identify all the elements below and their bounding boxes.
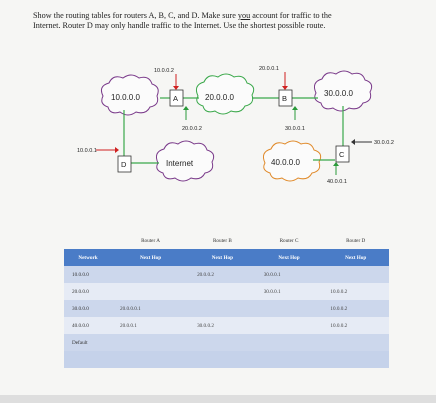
- label-ip-a-top: 10.0.0.2: [154, 68, 174, 74]
- network-cell: [64, 351, 112, 368]
- network-cell: 20.0.0.0: [64, 283, 112, 300]
- router-c-box: [335, 145, 350, 163]
- network-cell: 30.0.0.0: [64, 300, 112, 317]
- label-ip-d-left: 10.0.0.1: [77, 148, 97, 154]
- cloud-internet: [156, 140, 215, 182]
- arrow-b-bottom-head: [292, 106, 298, 110]
- network-column-header: Network: [64, 249, 112, 266]
- network-cell: Default: [64, 334, 112, 351]
- router-d-hop-cell[interactable]: 10.0.0.2: [322, 300, 389, 317]
- table-row: 40.0.0.0 20.0.0.1 30.0.0.2 10.0.0.2: [64, 317, 389, 334]
- router-c-hop-cell[interactable]: [255, 317, 323, 334]
- label-router-c: C: [339, 150, 345, 159]
- label-router-a: A: [173, 94, 178, 103]
- router-a-box: [169, 89, 184, 107]
- router-b-hop-cell[interactable]: 30.0.0.2: [189, 317, 256, 334]
- router-b-box: [278, 89, 293, 107]
- arrow-c-right-head: [351, 139, 355, 145]
- arrow-c-bottom-head: [333, 162, 339, 166]
- label-net-10: 10.0.0.0: [111, 93, 140, 102]
- table-row: Default: [64, 334, 389, 351]
- router-b-header: Router B: [212, 237, 232, 244]
- label-ip-b-top: 20.0.0.1: [259, 66, 279, 72]
- label-ip-b-bottom: 30.0.0.1: [285, 126, 305, 132]
- router-d-hop-cell[interactable]: 10.0.0.2: [322, 317, 389, 334]
- router-c-header: Router C: [279, 237, 299, 244]
- router-d-hop-cell[interactable]: [322, 351, 389, 368]
- table-row: 30.0.0.0 20.0.0.0.1 10.0.0.2: [64, 300, 389, 317]
- router-d-hop-cell[interactable]: [322, 266, 389, 283]
- router-d-box: [117, 155, 132, 173]
- router-a-hop-cell[interactable]: [112, 283, 190, 300]
- router-d-hop-cell[interactable]: [322, 334, 389, 351]
- label-net-30: 30.0.0.0: [324, 89, 353, 98]
- cloud-20-network: [196, 73, 255, 115]
- router-a-hop-cell[interactable]: 20.0.0.1: [112, 317, 190, 334]
- arrow-a-top-head: [173, 86, 179, 90]
- router-c-hop-cell[interactable]: 30.0.0.1: [255, 283, 323, 300]
- router-b-hop-cell[interactable]: [189, 300, 256, 317]
- router-header-blank: [64, 232, 112, 249]
- next-hop-d-header: Next Hop: [322, 249, 389, 266]
- router-b-hop-cell[interactable]: [189, 351, 256, 368]
- router-a-header: Router A: [141, 237, 160, 244]
- table-row: 20.0.0.0 30.0.0.1 10.0.0.2: [64, 283, 389, 300]
- next-hop-c-header: Next Hop: [255, 249, 323, 266]
- arrow-b-top-head: [282, 86, 288, 90]
- network-cell: 10.0.0.0: [64, 266, 112, 283]
- next-hop-a-header: Next Hop: [112, 249, 190, 266]
- question-underlined-word: you: [237, 11, 251, 20]
- question-line1: Show the routing tables for routers A, B…: [33, 11, 238, 20]
- label-internet: Internet: [166, 159, 194, 168]
- question-text: Show the routing tables for routers A, B…: [33, 11, 423, 31]
- router-b-hop-cell[interactable]: [189, 334, 256, 351]
- arrow-a-bottom-head: [183, 106, 189, 110]
- routing-table: Router A Router B Router C Router D Netw…: [64, 232, 389, 368]
- label-router-d: D: [121, 160, 127, 169]
- label-net-40: 40.0.0.0: [271, 158, 300, 167]
- router-a-hop-cell[interactable]: [112, 351, 190, 368]
- router-a-hop-cell[interactable]: [112, 266, 190, 283]
- router-c-hop-cell[interactable]: [255, 351, 323, 368]
- cloud-10-network: [101, 74, 159, 116]
- label-ip-a-bottom: 20.0.0.2: [182, 126, 202, 132]
- router-a-hop-cell[interactable]: 20.0.0.0.1: [112, 300, 190, 317]
- router-d-hop-cell[interactable]: 10.0.0.2: [322, 283, 389, 300]
- table-row: [64, 351, 389, 368]
- table-row: 10.0.0.0 20.0.0.2 30.0.0.1: [64, 266, 389, 283]
- question-line2: Internet. Router D may only handle traff…: [33, 21, 326, 30]
- arrow-d-left-head: [115, 147, 119, 153]
- question-line1-end: account for traffic to the: [250, 11, 332, 20]
- label-net-20: 20.0.0.0: [205, 93, 234, 102]
- router-b-hop-cell[interactable]: [189, 283, 256, 300]
- next-hop-header-row: Network Next Hop Next Hop Next Hop Next …: [64, 249, 389, 266]
- router-c-hop-cell[interactable]: [255, 300, 323, 317]
- cloud-40-network: [263, 140, 322, 182]
- router-a-hop-cell[interactable]: [112, 334, 190, 351]
- router-d-header: Router D: [346, 237, 366, 244]
- label-router-b: B: [282, 94, 287, 103]
- cloud-30-network: [314, 70, 373, 112]
- router-c-hop-cell[interactable]: [255, 334, 323, 351]
- router-c-hop-cell[interactable]: 30.0.0.1: [255, 266, 323, 283]
- network-cell: 40.0.0.0: [64, 317, 112, 334]
- page-bottom-edge: [0, 395, 436, 403]
- label-ip-c-bottom: 40.0.0.1: [327, 179, 347, 185]
- network-diagram: 10.0.0.0 20.0.0.0 30.0.0.0 40.0.0.0 Inte…: [77, 66, 394, 185]
- label-ip-c-right: 30.0.0.2: [374, 140, 394, 146]
- next-hop-b-header: Next Hop: [189, 249, 256, 266]
- router-header-row: Router A Router B Router C Router D: [64, 232, 389, 249]
- router-b-hop-cell[interactable]: 20.0.0.2: [189, 266, 256, 283]
